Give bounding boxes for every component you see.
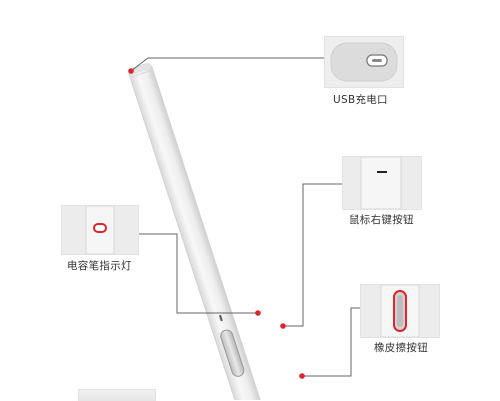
usb-port-thumbnail (324, 36, 404, 88)
right-click-leader-line (283, 183, 342, 327)
eraser-dot (299, 373, 305, 379)
indicator-label: 电容笔指示灯 (67, 260, 132, 272)
right-click-label: 鼠标右键按钮 (349, 214, 414, 226)
indicator-leader-line (137, 233, 258, 314)
eraser-button-on-pen (220, 329, 245, 377)
right-click-thumbnail (342, 156, 422, 210)
pen-body (128, 63, 261, 400)
right-click-dot (280, 323, 286, 329)
usb-port-icon (325, 37, 403, 87)
eraser-label: 橡皮擦按钮 (374, 342, 428, 354)
indicator-light-icon (62, 205, 138, 255)
eraser-thumbnail (360, 284, 440, 338)
partial-thumbnail-bottom (78, 389, 156, 401)
usb-leader-line (130, 57, 324, 72)
indicator-thumbnail (61, 205, 139, 255)
eraser-leader-line (302, 307, 360, 377)
right-click-icon (343, 156, 421, 210)
usb-label: USB充电口 (333, 94, 388, 106)
usb-dot (128, 68, 134, 74)
eraser-button-icon (361, 284, 439, 338)
indicator-dot (255, 310, 261, 316)
